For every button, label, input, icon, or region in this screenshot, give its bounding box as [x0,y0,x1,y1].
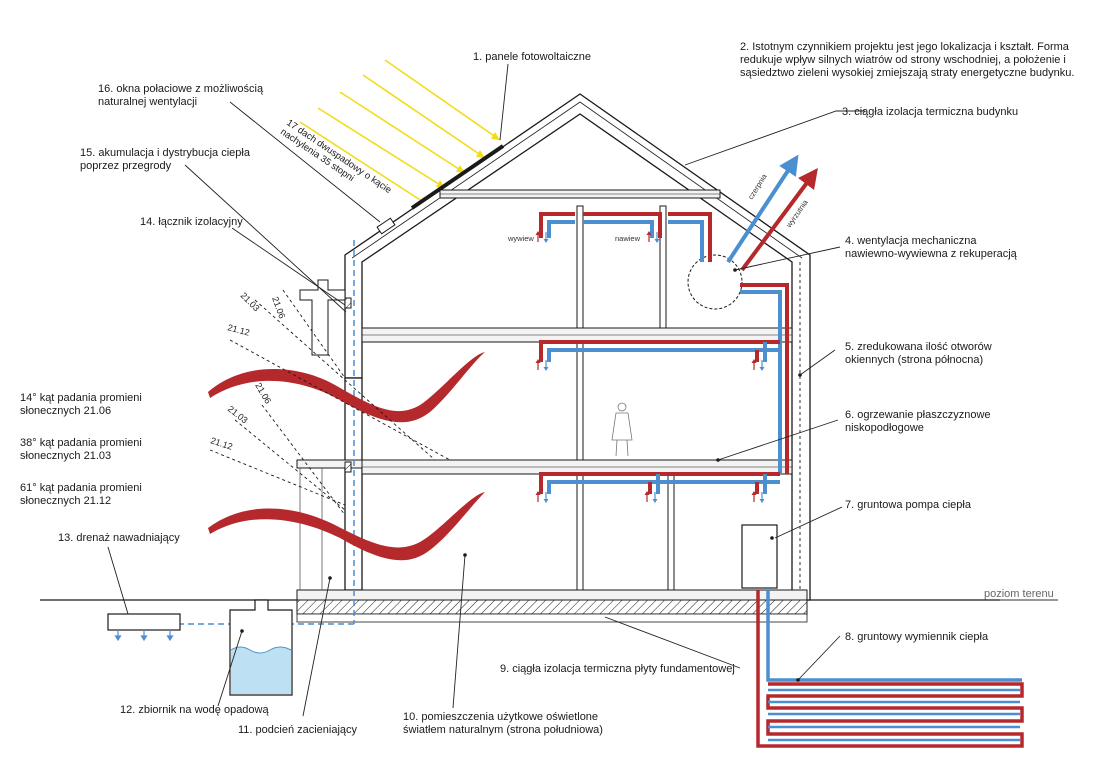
label-4-line2: nawiewno-wywiewna z rekuperacją [845,248,1018,260]
label-9: 9. ciągła izolacja termiczna płyty funda… [500,663,735,675]
label-6-line2: niskopodłogowe [845,422,924,434]
angle-1-line2: słonecznych 21.06 [20,405,111,417]
angle-1-line1: 14° kąt padania promieni [20,392,142,404]
label-2-line1: 2. Istotnym czynnikiem projektu jest jeg… [740,41,1070,53]
date-2106-lower: 21.06 [253,381,273,406]
date-2106-upper: 21.06 [270,295,287,320]
label-4-line1: 4. wentylacja mechaniczna [845,235,977,247]
sun-angle-lines [209,289,451,516]
label-13: 13. drenaż nawadniający [58,532,180,544]
person-figure [611,402,633,457]
label-6-line1: 6. ogrzewanie płaszczyznowe [845,409,991,421]
wywiew-label: wywiew [507,234,534,243]
label-10-line2: światłem naturalnym (strona południowa) [403,724,603,736]
irrigation-drain [107,613,181,642]
label-2-line3: sąsiedztwo zieleni wysokiej zmiejszają s… [740,67,1074,79]
label-5-line2: okiennych (strona północna) [845,354,983,366]
date-1221-upper: 21.12 [226,322,250,337]
nawiew-label: nawiew [615,234,641,243]
rain-drain-line [118,240,355,625]
leader-lines [107,63,865,717]
label-15-line2: poprzez przegrody [80,160,172,172]
label-7: 7. gruntowa pompa ciepła [845,499,972,511]
wyrzutnia-label: wyrzutnia [784,197,811,230]
date-1221-lower: 21.12 [209,435,234,451]
label-12: 12. zbiornik na wodę opadową [120,704,269,716]
ventilation-ducts [539,154,818,494]
label-16-line2: naturalnej wentylacji [98,96,197,108]
label-17-line1: 17 dach dwuspadowy o kącie [284,117,393,196]
label-1: 1. panele fotowoltaiczne [473,51,591,63]
czerpnia-label: czerpnia [746,172,769,202]
ground-level-label: poziom terenu [984,588,1054,600]
label-5-line1: 5. zredukowana ilość otworów [845,341,992,353]
label-16-line1: 16. okna połaciowe z możliwością [98,83,264,95]
angle-3-line2: słonecznych 21.12 [20,495,111,507]
ground-heat-exchanger [756,590,1024,748]
label-8: 8. gruntowy wymiennik ciepła [845,631,989,643]
outlet-arrows [535,231,765,503]
label-3: 3. ciągła izolacja termiczna budynku [842,106,1018,118]
heat-waves [208,352,485,561]
label-14: 14. łącznik izolacyjny [140,216,243,228]
rain-tank [229,599,293,696]
label-15-line1: 15. akumulacja i dystrybucja ciepła [80,147,251,159]
label-2-line2: redukuje wpływ silnych wiatrów od strony… [740,54,1066,66]
labels: 1. panele fotowoltaiczne 2. Istotnym czy… [20,41,1074,736]
sun-rays [299,59,501,206]
label-11: 11. podcień zacieniający [238,724,358,736]
angle-3-line1: 61° kąt padania promieni [20,482,142,494]
label-10-line1: 10. pomieszczenia użytkowe oświetlone [403,711,598,723]
date-2103-upper: 21.03 [239,290,262,313]
angle-2-line2: słonecznych 21.03 [20,450,111,462]
angle-2-line1: 38° kąt padania promieni [20,437,142,449]
date-2103-lower: 21.03 [226,404,250,426]
